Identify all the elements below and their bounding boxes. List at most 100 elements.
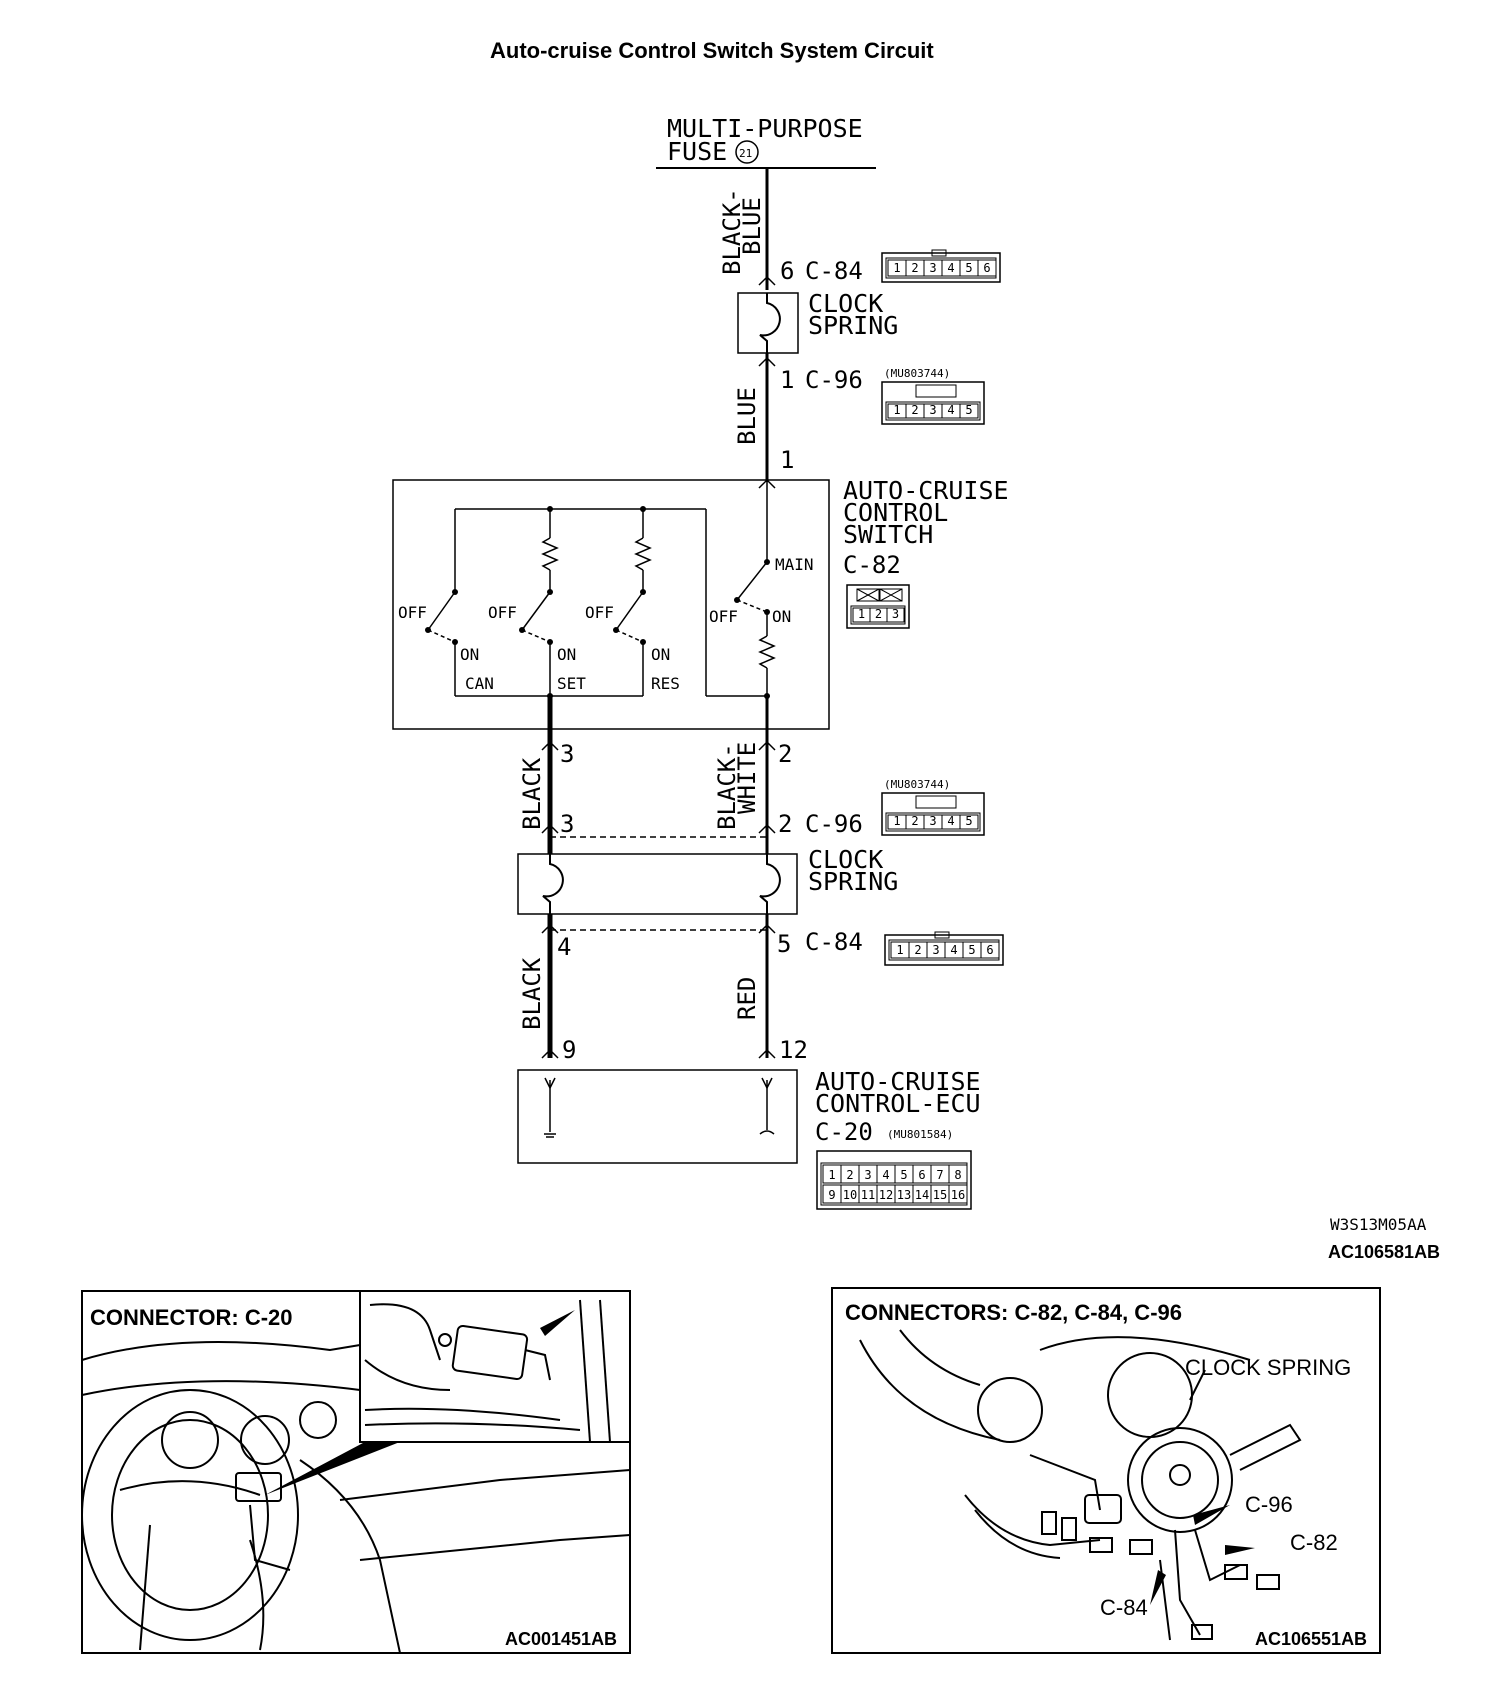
c84-top-pin: 6 [780,257,794,285]
wire-label-red: RED [733,977,761,1020]
switch-on-main: ON [772,607,791,626]
c20-connector-icon [816,1150,972,1210]
c20-pin-number: 8 [954,1168,961,1182]
c96-top-pin-number: 5 [965,403,972,417]
switch-on-can: ON [460,645,479,664]
spring-out-right-pin: 5 [777,930,791,958]
c84-top-pin-number: 5 [965,261,972,275]
c84-mid-name: C-84 [805,928,863,956]
c20-pin-number: 15 [933,1188,947,1202]
svg-text:BLACK: BLACK [518,957,546,1030]
c84-top-pin-number: 3 [929,261,936,275]
c84-top-pin-number: 6 [983,261,990,275]
clock-spring-box-2 [517,853,798,915]
connector-mark [541,1048,559,1059]
c82-pin-cell [886,607,905,623]
c84-mid-pin-cell [980,941,1000,959]
svg-text:WHITE: WHITE [733,742,761,814]
switch-off-set: OFF [488,603,517,622]
c20-pin-number: 9 [828,1188,835,1202]
figure-code: W3S13M05AA [1330,1215,1427,1234]
switch-in-pin: 1 [780,446,794,474]
ecu-label-1: AUTO-CRUISE [815,1067,981,1096]
c20-pin-number: 12 [879,1188,893,1202]
wire-label-black-upper: BLACK [518,757,546,830]
switch-out-right-pin: 2 [778,740,792,768]
c20-pin-number: 4 [882,1168,889,1182]
inset-c20-title: CONNECTOR: C-20 [90,1305,293,1330]
clock-spring-coil-1 [759,293,781,353]
c96-mid-pin-number: 1 [893,814,900,828]
c82-pin-number: 3 [892,607,899,621]
figure-ref: AC106581AB [1328,1242,1440,1262]
fuse-number-circle [735,140,759,164]
ecu-right-pin: 12 [779,1036,808,1064]
connector-mark [541,740,559,751]
c96-top-pin-number: 1 [893,403,900,417]
inset-label-c96: C-96 [1245,1492,1293,1517]
spring-in-right-pin: 2 [778,810,792,838]
spring-in-left-pin: 3 [560,810,574,838]
c20-pin-number: 16 [951,1188,965,1202]
connector-mark [758,923,776,934]
svg-text:BLACK-: BLACK- [713,743,741,830]
switch-res-label: RES [651,674,680,693]
c84-top-pin-number: 4 [947,261,954,275]
connector-mark [758,275,776,286]
c84-mid-pin-number: 6 [986,943,993,957]
ecu-label-2: CONTROL-ECU [815,1089,981,1118]
c20-part: (MU801584) [887,1128,953,1141]
clock-spring-label-2b: SPRING [808,867,898,896]
c20-pin-number: 2 [846,1168,853,1182]
c20-pin-number: 7 [936,1168,943,1182]
connector-mark [541,823,559,834]
c20-pin-cell [948,1164,968,1184]
c84-mid-pin-number: 1 [896,943,903,957]
c20-pin-number: 1 [828,1168,835,1182]
switch-off-can: OFF [398,603,427,622]
ecu-left-pin: 9 [562,1036,576,1064]
c84-top-name: C-84 [805,257,863,285]
switch-main-label: MAIN [775,555,814,574]
c82-name: C-82 [843,551,901,579]
c96-top-part: (MU803744) [884,367,950,380]
c20-pin-number: 14 [915,1188,929,1202]
clock-spring-coil-2b [759,854,781,914]
inset-c82-ref: AC106551AB [1255,1629,1367,1649]
c96-mid-name: C-96 [805,810,863,838]
c96-mid-connector-icon [881,792,985,836]
fuse-number: 21 [739,147,752,160]
inset-c20-ref: AC001451AB [505,1629,617,1649]
diagram-title: Auto-cruise Control Switch System Circui… [490,38,934,63]
c96-mid-part: (MU803744) [884,778,950,791]
auto-cruise-ecu-box [517,1069,798,1164]
inset-label-c82: C-82 [1290,1530,1338,1555]
clock-spring-label-2a: CLOCK [808,845,883,874]
c96-top-connector-icon [881,381,985,425]
switch-out-left-pin: 3 [560,740,574,768]
connector-mark [541,923,559,934]
svg-text:BLACK: BLACK [518,757,546,830]
svg-text:BLUE: BLUE [733,387,761,445]
svg-text:BLUE: BLUE [738,197,766,255]
inset-connector-c20: CONNECTOR: C-20 [81,1290,631,1654]
switch-set-label: SET [557,674,586,693]
switch-label-3: SWITCH [843,520,933,549]
spring-out-left-pin: 4 [557,933,571,961]
inset-c82-title: CONNECTORS: C-82, C-84, C-96 [845,1300,1182,1325]
c84-mid-pin-number: 3 [932,943,939,957]
ecu-internal [544,1077,775,1138]
wire-label-black-blue: BLACK- BLUE [718,188,766,275]
fuse-label-line1: MULTI-PURPOSE [667,114,863,143]
switch-internal-wiring [427,482,776,697]
switch-can-label: CAN [465,674,494,693]
c96-top-name: C-96 [805,366,863,394]
switch-label-2: CONTROL [843,498,948,527]
c20-pin-number: 3 [864,1168,871,1182]
c20-pin-number: 5 [900,1168,907,1182]
c20-pin-number: 10 [843,1188,857,1202]
fuse-label-line2: FUSE [667,137,727,166]
connector-mark [758,823,776,834]
c84-mid-pin-number: 4 [950,943,957,957]
